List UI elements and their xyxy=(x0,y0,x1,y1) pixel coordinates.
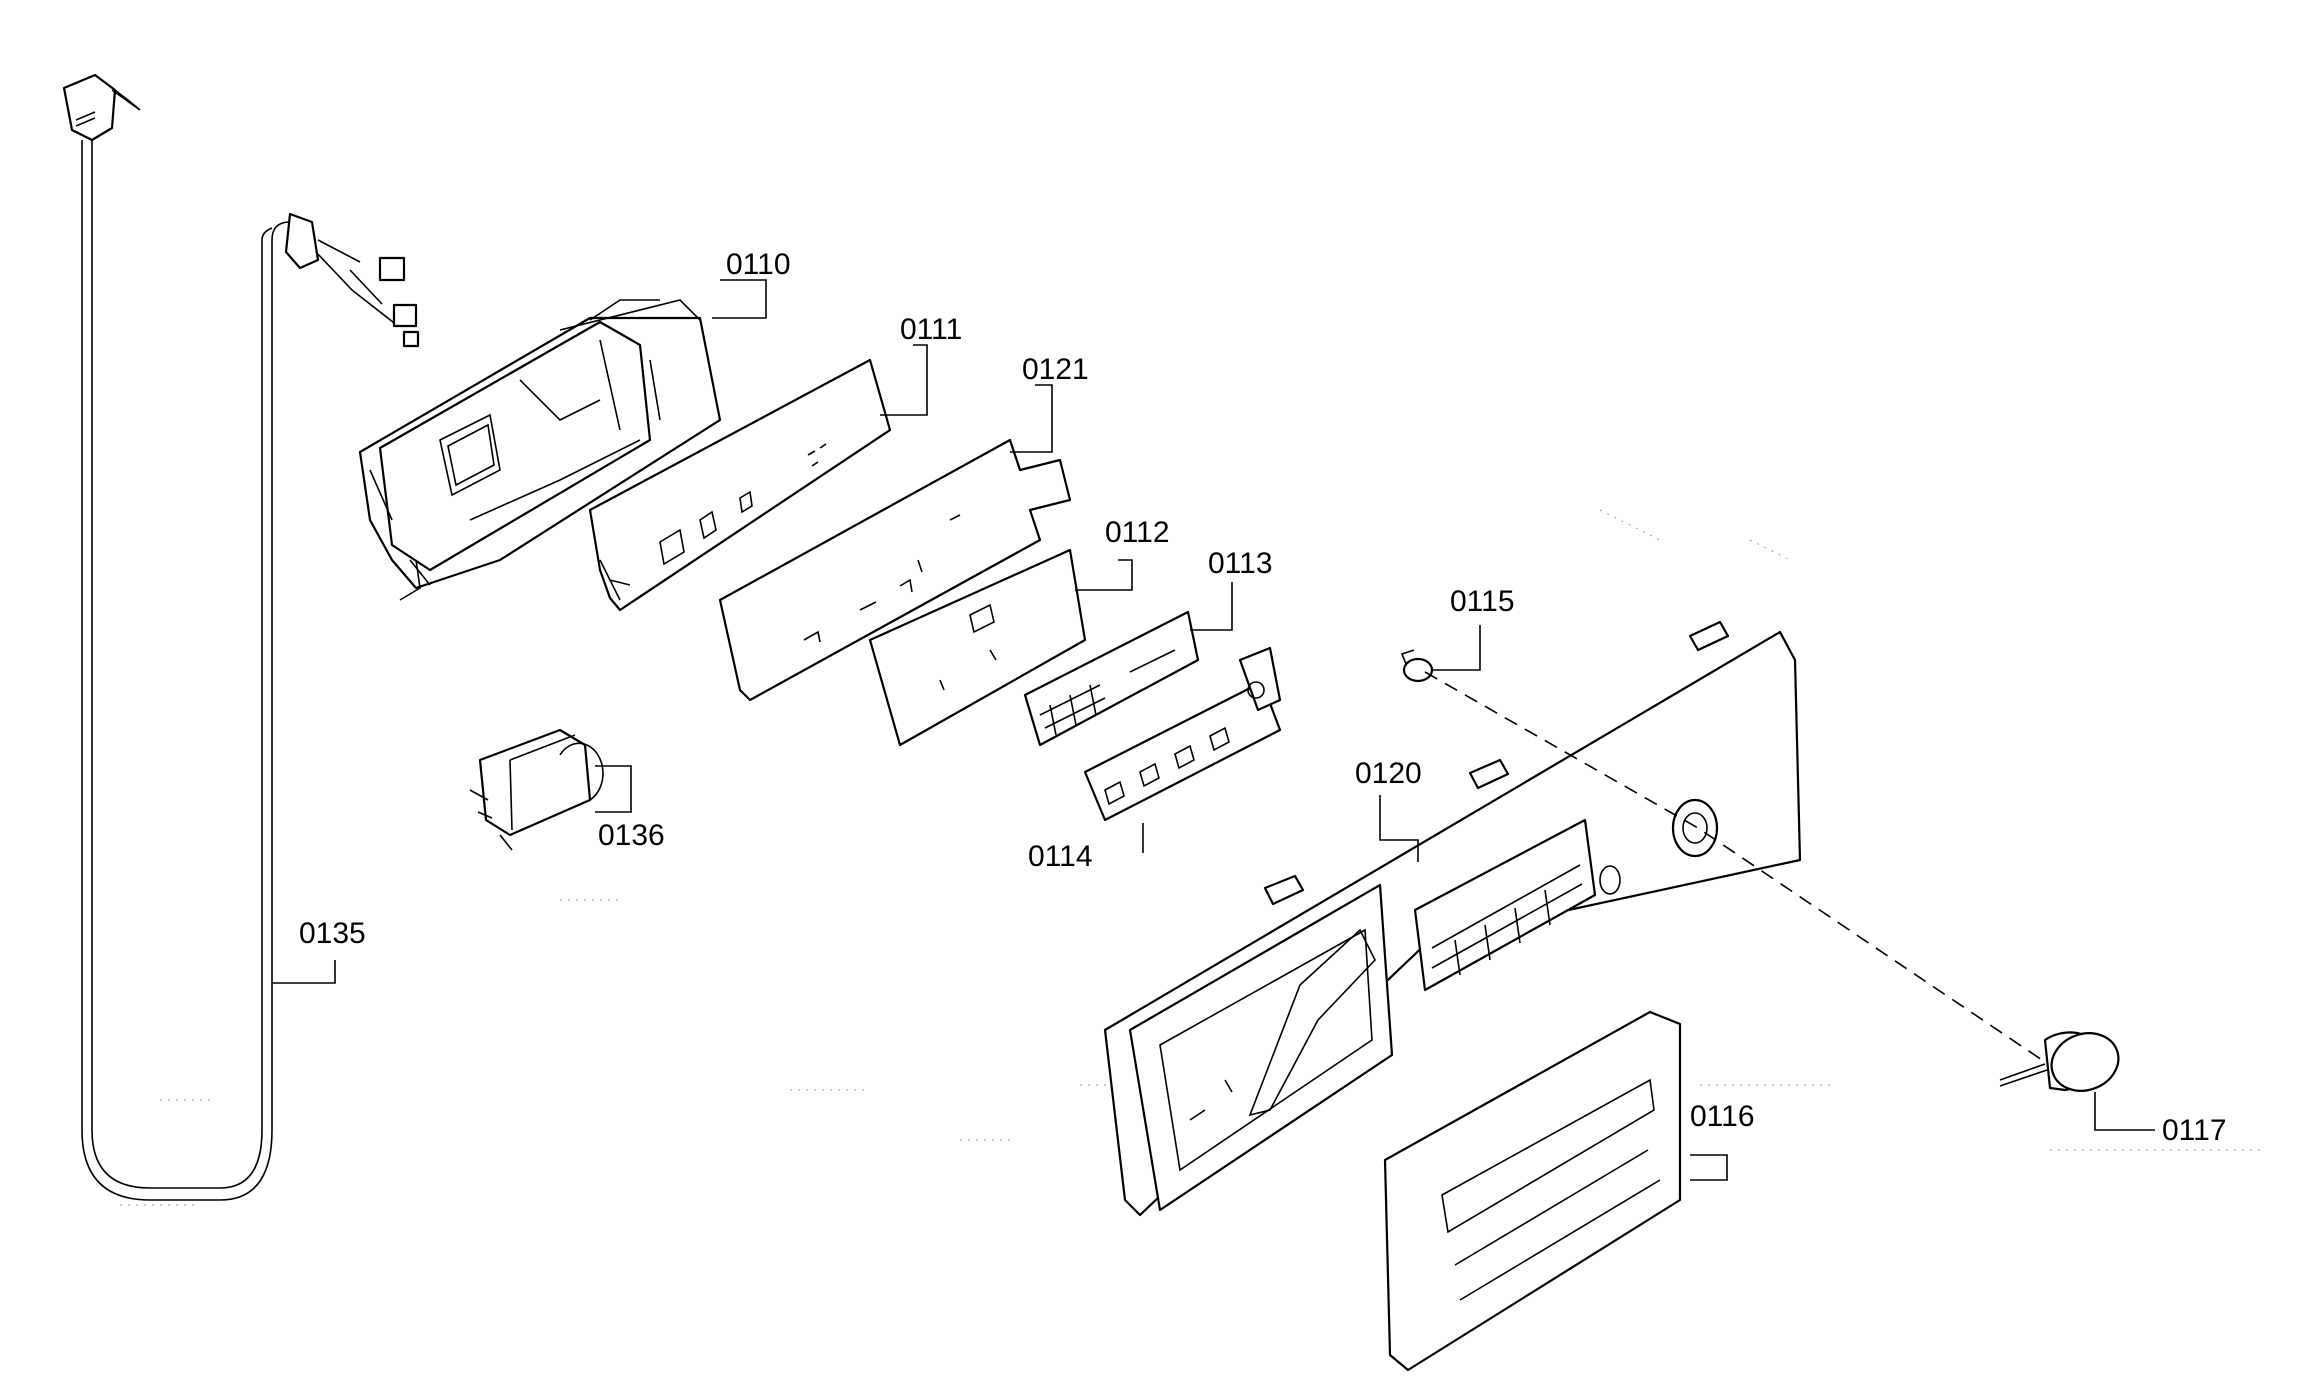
leader-0110 xyxy=(712,279,767,319)
label-0117: 0117 xyxy=(2162,1114,2227,1147)
leader-0116 xyxy=(1690,1154,1728,1181)
label-0120: 0120 xyxy=(1355,757,1422,790)
label-0112: 0112 xyxy=(1105,516,1170,549)
leader-0120 xyxy=(1379,795,1419,862)
button-strip-part xyxy=(1083,646,1282,822)
label-0136: 0136 xyxy=(598,819,665,852)
housing-frame-part xyxy=(358,299,722,601)
leader-0112 xyxy=(1075,559,1133,591)
led-holder-part xyxy=(1023,610,1200,747)
alignment-axis xyxy=(1424,671,2049,1065)
leader-0136 xyxy=(595,765,632,813)
label-0113: 0113 xyxy=(1208,547,1273,580)
leader-0135 xyxy=(272,960,336,984)
leader-0111 xyxy=(880,344,928,416)
label-0121: 0121 xyxy=(1022,353,1089,386)
circuit-board-part xyxy=(588,358,892,612)
front-panel-part xyxy=(1103,620,1802,1217)
label-0110: 0110 xyxy=(726,248,791,281)
label-0116: 0116 xyxy=(1690,1100,1755,1133)
leader-0121 xyxy=(1010,384,1053,453)
label-0115: 0115 xyxy=(1450,585,1515,618)
label-0114: 0114 xyxy=(1028,840,1093,873)
part-labels: 0110 0111 0121 0112 0113 0115 0120 0136 … xyxy=(299,248,2227,1147)
drawer-handle-part xyxy=(1383,1010,1682,1372)
display-board-part xyxy=(868,548,1087,747)
filter-part xyxy=(469,728,604,851)
membrane-sheet-part xyxy=(718,438,1072,702)
leader-0117 xyxy=(2094,1092,2155,1131)
leader-lines xyxy=(272,279,2155,1181)
rotary-knob-part xyxy=(1999,1031,2120,1092)
power-cord-part xyxy=(62,73,420,1201)
background-speckle xyxy=(120,509,2260,1206)
label-0111: 0111 xyxy=(900,313,962,346)
leader-0113 xyxy=(1190,582,1233,631)
leader-0115 xyxy=(1432,625,1481,671)
small-cap-part xyxy=(1400,649,1434,683)
label-0135: 0135 xyxy=(299,917,366,950)
